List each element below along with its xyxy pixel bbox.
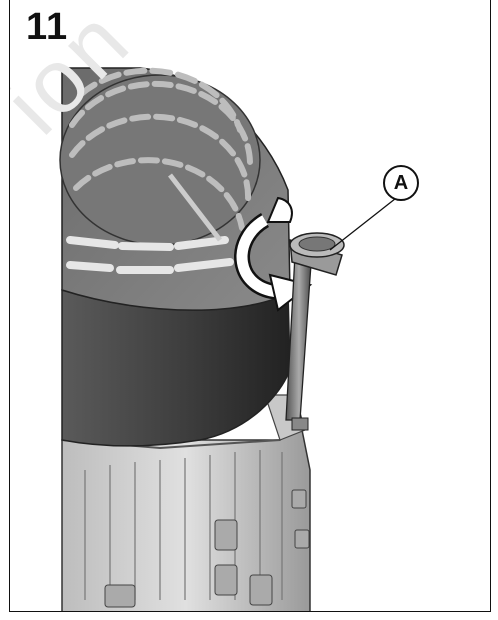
engine-illustration (59, 67, 401, 611)
engine-cover (59, 67, 291, 311)
figure-frame: ion 11 (9, 0, 491, 612)
engine-block (61, 392, 311, 611)
callout-leader (329, 194, 401, 251)
engine-shroud (61, 288, 291, 447)
callout-circle: A (383, 165, 419, 201)
step-number: 11 (26, 6, 69, 48)
dipstick-cap (289, 232, 345, 276)
callout-label: A (393, 171, 409, 194)
